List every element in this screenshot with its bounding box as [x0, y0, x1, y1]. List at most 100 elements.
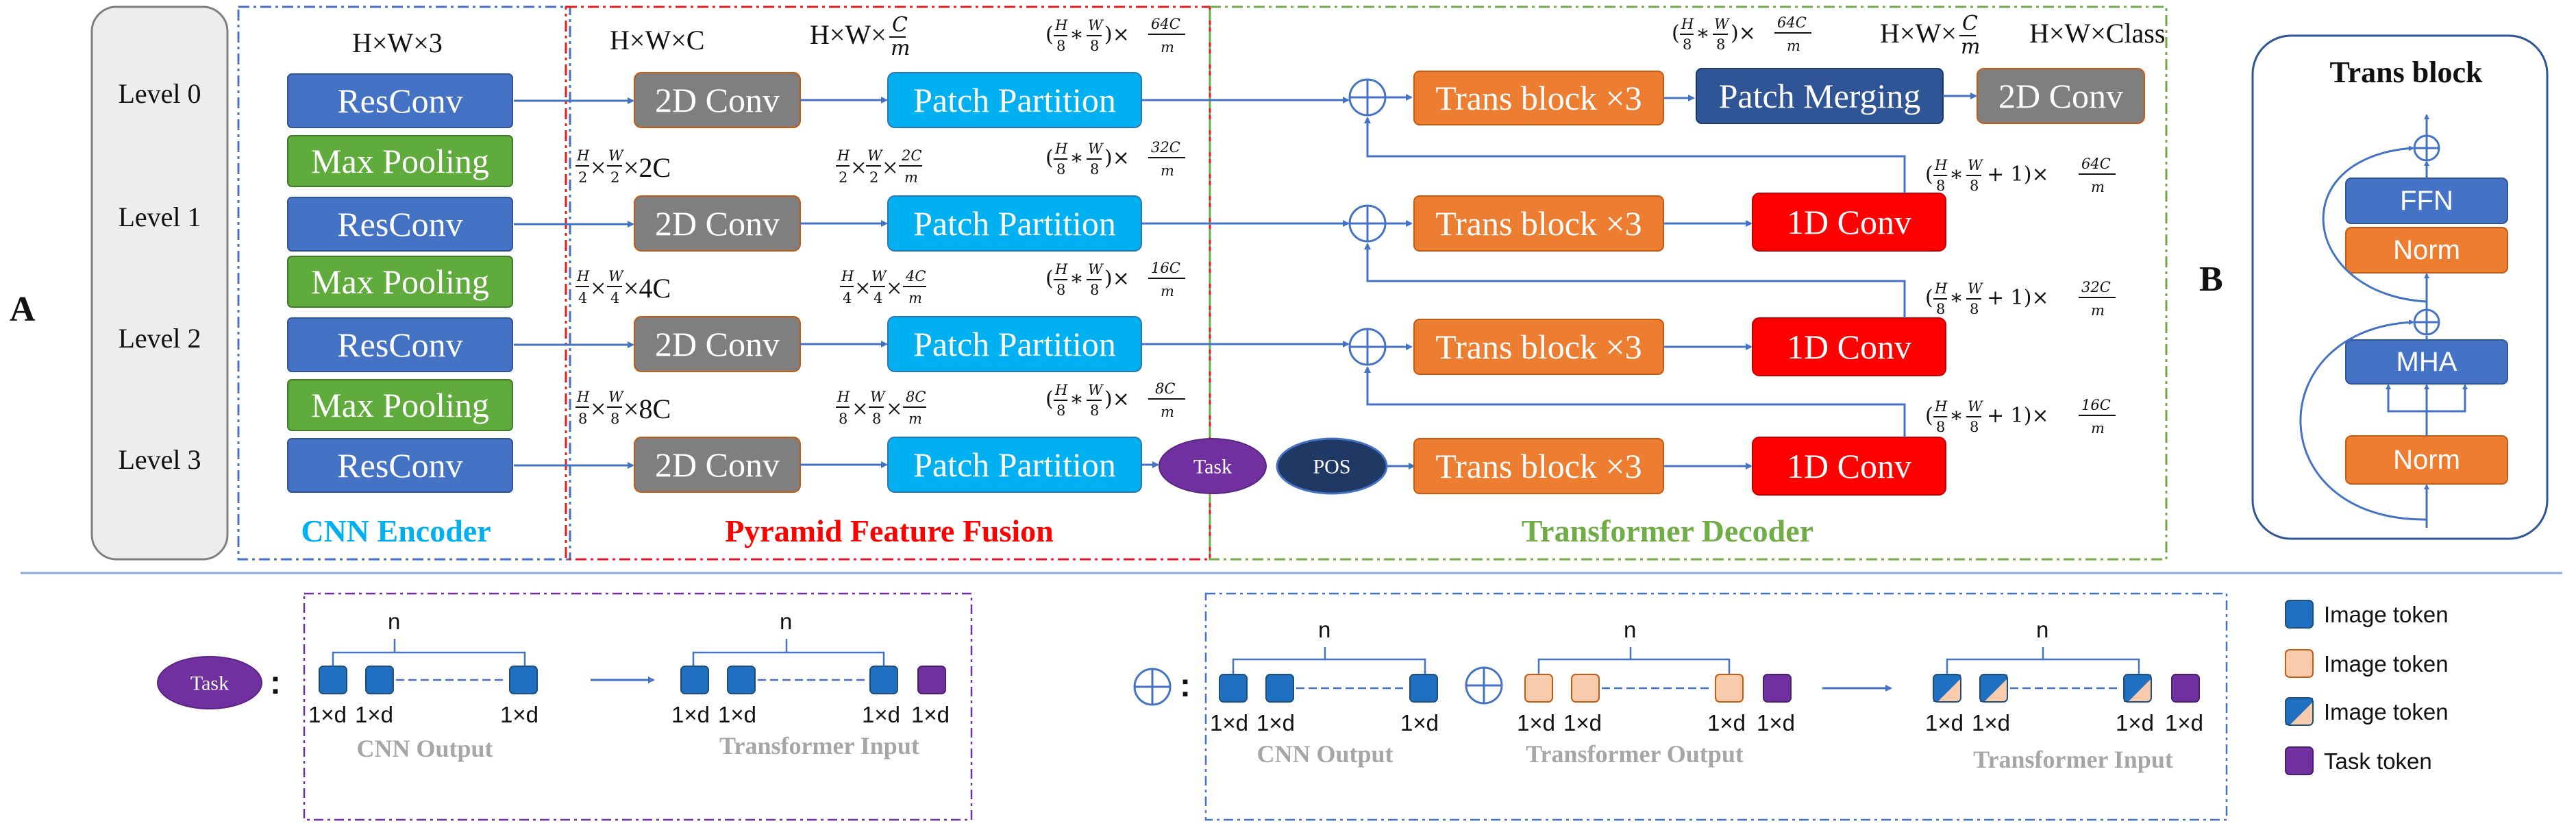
conv1d-block-2: 1D Conv [1752, 317, 1946, 376]
svg-text:n: n [1624, 617, 1636, 642]
svg-text:(: ( [1045, 146, 1054, 170]
svg-text:*: * [1072, 271, 1082, 295]
panel-label-a: A [10, 290, 36, 329]
svg-text:×2C: ×2C [623, 152, 671, 183]
tb-norm-bottom: Norm [2345, 435, 2508, 485]
svg-text:*: * [1072, 150, 1082, 174]
conv2d-label: 2D Conv [655, 446, 780, 484]
sum-node-0 [1348, 78, 1387, 117]
maxpool-block-0: Max Pooling [287, 135, 513, 187]
level-label-1: Level 1 [118, 202, 201, 232]
svg-text:)×: )× [1731, 21, 1756, 45]
tb-norm-top: Norm [2345, 227, 2508, 273]
dim-l1-pp: H2 × W2 × 2Cm [836, 147, 922, 186]
svg-text:m: m [908, 290, 922, 306]
conv2d-label: 2D Conv [655, 81, 780, 119]
svg-text:1×d: 1×d [1210, 710, 1248, 735]
svg-text:8: 8 [1056, 161, 1065, 178]
trans-block-panel [2251, 34, 2549, 540]
legend-label-0: Image token [2324, 602, 2449, 627]
svg-text:64C: 64C [1151, 16, 1180, 32]
transformer-token [1715, 674, 1744, 703]
caption-transformer-input: Transformer Input [719, 732, 919, 759]
conv1d-label: 1D Conv [1787, 328, 1911, 366]
maxpool-block-1: Max Pooling [287, 256, 513, 308]
svg-text:m: m [1161, 283, 1174, 300]
svg-text:1×d: 1×d [718, 702, 756, 727]
svg-text:8: 8 [1090, 402, 1099, 419]
maxpool-label: Max Pooling [311, 263, 489, 301]
image-token [869, 666, 898, 694]
conv2d-block-0: 2D Conv [634, 72, 801, 128]
svg-text:m: m [1161, 404, 1174, 420]
pyramid-fusion-frame [565, 5, 1211, 561]
svg-text:H×W×: H×W× [1880, 18, 1957, 49]
svg-text:×: × [882, 152, 898, 183]
patch-merging-block: Patch Merging [1696, 68, 1944, 124]
mixed-token [1933, 674, 1961, 703]
svg-text:2: 2 [578, 169, 587, 186]
dim-l3-conv: H8 × W8 ×8C [575, 389, 671, 427]
task-token-ellipse: Task [1159, 438, 1267, 494]
task-token [2171, 674, 2200, 703]
svg-text:8: 8 [1056, 38, 1065, 54]
sum-legend-frame [1204, 592, 2228, 821]
svg-text:W: W [1968, 157, 1984, 173]
patch-partition-label: Patch Partition [913, 81, 1116, 119]
svg-text:1×d: 1×d [671, 702, 710, 727]
resconv-block-1: ResConv [287, 197, 513, 252]
pos-embedding-ellipse: POS [1276, 437, 1388, 495]
svg-text:8: 8 [839, 411, 847, 427]
svg-text:8: 8 [1936, 419, 1945, 435]
legend-colon: : [270, 665, 281, 701]
token-legend: Image token Image token Image token Task… [2285, 600, 2449, 775]
image-token [727, 666, 756, 694]
conv2d-block-2: 2D Conv [634, 316, 801, 372]
svg-text:32C: 32C [2081, 279, 2111, 295]
feedback-line-2 [1364, 243, 1906, 318]
tb-sum-bottom [2413, 308, 2440, 336]
patch-partition-label: Patch Partition [913, 204, 1116, 243]
tb-mha-label: MHA [2397, 347, 2457, 377]
svg-text:8: 8 [1683, 36, 1692, 53]
resconv-block-3: ResConv [287, 438, 513, 493]
svg-text:×: × [887, 273, 902, 304]
image-token [680, 666, 709, 694]
tb-residual-bottom [2299, 319, 2427, 521]
svg-text:×: × [591, 152, 606, 183]
image-token [365, 666, 394, 694]
svg-text:8: 8 [578, 411, 587, 427]
svg-text:)×: )× [1104, 387, 1130, 411]
svg-text:W: W [1088, 17, 1104, 34]
levels-panel [90, 5, 229, 561]
svg-text:(: ( [1925, 286, 1933, 310]
patch-merging-label: Patch Merging [1719, 77, 1921, 115]
tb-ffn-label: FFN [2400, 186, 2453, 216]
token-group-cnn-output-a: n 1×d 1×d 1×d CNN Output [308, 609, 538, 762]
conv2d-label: 2D Conv [655, 325, 780, 363]
svg-text:W: W [608, 147, 625, 164]
legend-task-label: Task [190, 672, 229, 695]
svg-text:2C: 2C [901, 147, 921, 164]
svg-text:×8C: ×8C [623, 393, 671, 424]
patch-partition-block-3: Patch Partition [887, 437, 1142, 493]
task-legend-frame [303, 592, 973, 821]
legend-swatch-mixed-token [2285, 697, 2314, 726]
svg-text:W: W [1714, 16, 1731, 32]
svg-text:m: m [1161, 39, 1174, 56]
svg-text:W: W [1088, 141, 1104, 157]
tb-ffn: FFN [2345, 178, 2508, 224]
patch-partition-block-2: Patch Partition [887, 316, 1142, 372]
token-group-transformer-input-b: n 1×d 1×d 1×d 1×d Transformer Input [1925, 617, 2203, 773]
svg-text:8: 8 [1090, 38, 1099, 54]
dim-l2-conv: H4 × W4 ×4C [575, 268, 671, 306]
svg-text:H: H [841, 268, 854, 284]
svg-text:4: 4 [874, 290, 882, 306]
svg-text:W: W [608, 389, 625, 405]
svg-text:1×d: 1×d [1517, 710, 1555, 735]
